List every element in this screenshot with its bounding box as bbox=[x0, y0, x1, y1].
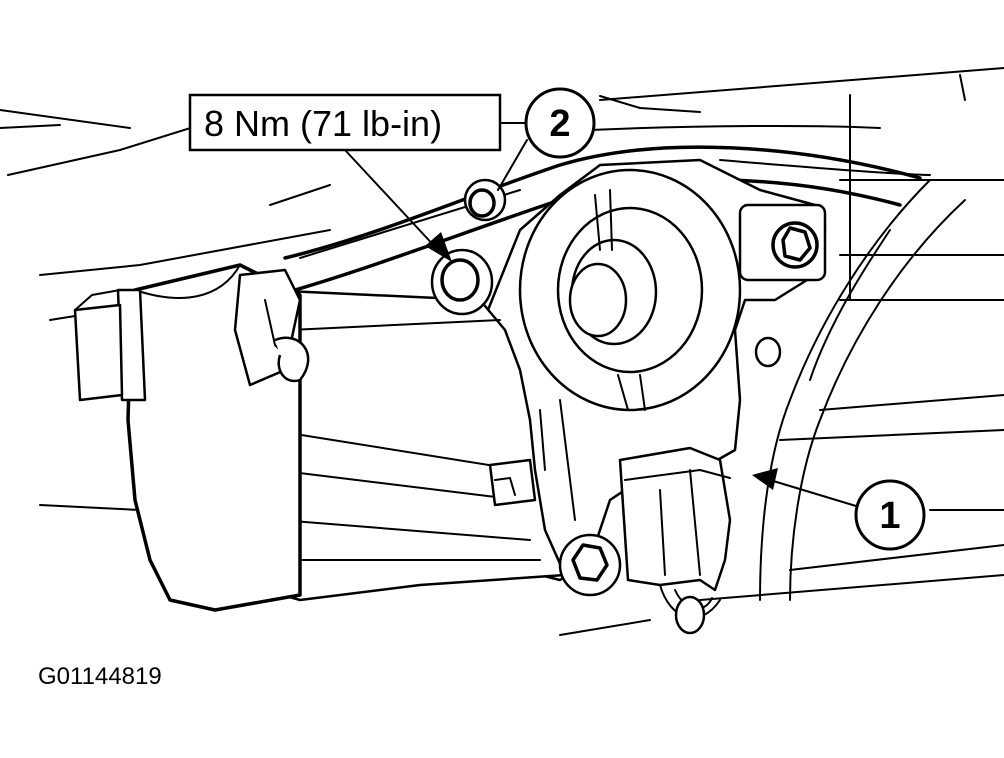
bolt-upper-left bbox=[463, 178, 507, 222]
bolt-bottom bbox=[558, 533, 622, 597]
motor-connector bbox=[618, 446, 732, 635]
window-motor bbox=[73, 263, 567, 612]
regulator-bracket bbox=[458, 158, 827, 582]
callout-1: 1 bbox=[752, 468, 926, 551]
torque-spec-label: 8 Nm (71 lb-in) bbox=[204, 103, 442, 144]
torque-spec-callout: 8 Nm (71 lb-in) bbox=[188, 93, 529, 262]
bolts bbox=[430, 178, 819, 597]
callout-1-number: 1 bbox=[879, 495, 900, 537]
figure-id: G01144819 bbox=[38, 663, 162, 690]
bolt-right bbox=[771, 221, 819, 269]
callout-2-number: 2 bbox=[549, 103, 570, 145]
background-structure bbox=[0, 67, 1004, 636]
callout-2: 2 bbox=[497, 87, 596, 191]
bolt-left bbox=[430, 248, 494, 316]
